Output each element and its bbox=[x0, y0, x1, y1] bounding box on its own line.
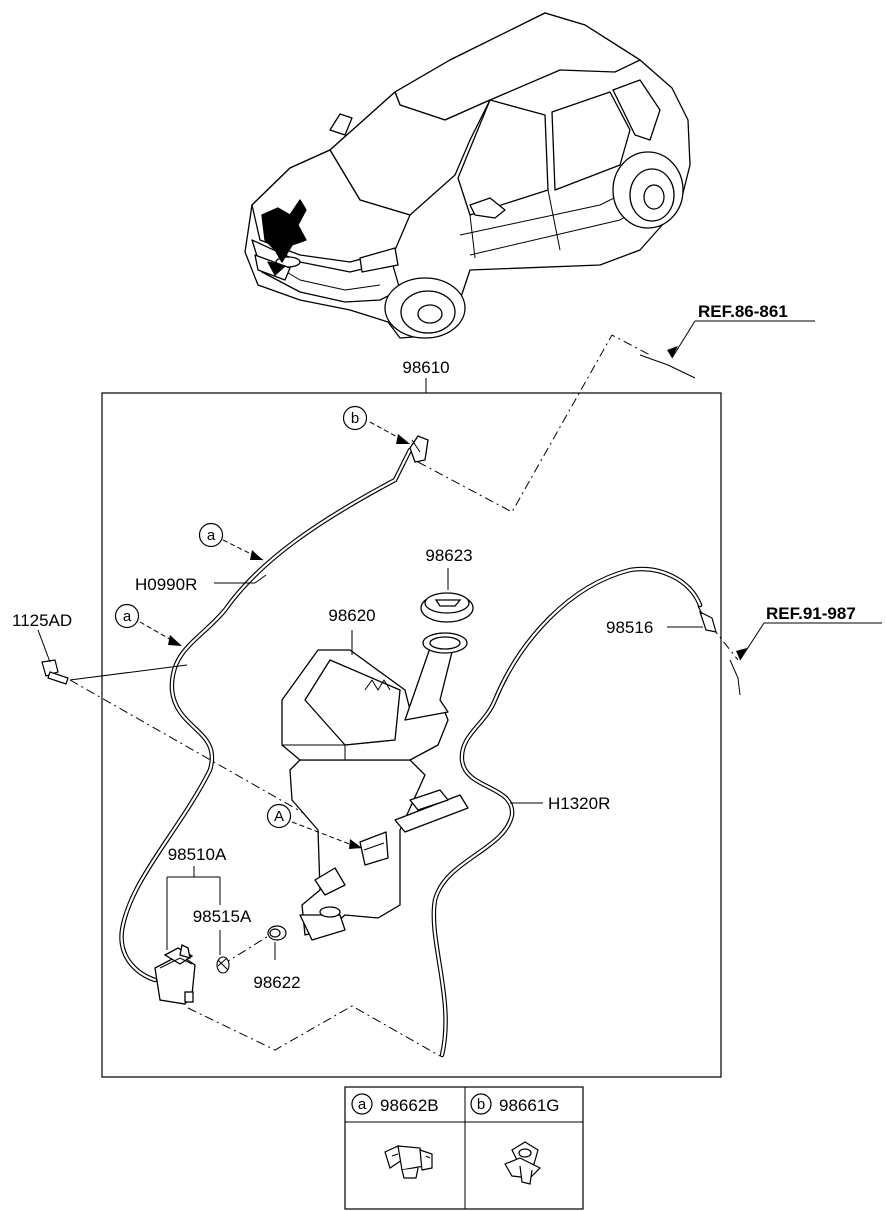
tank-cap-part bbox=[420, 592, 474, 623]
legend-a-marker: a bbox=[358, 1096, 367, 1113]
grommet-part bbox=[267, 925, 287, 941]
ref-91-987-arrow bbox=[736, 648, 747, 660]
ref-86-861-label: REF.86-861 bbox=[698, 302, 788, 321]
connection-line-lower bbox=[187, 1005, 441, 1057]
legend-a-part-number: 98662B bbox=[380, 1096, 439, 1115]
connection-line-upper bbox=[417, 334, 651, 513]
legend-b-marker-circle bbox=[470, 1093, 492, 1115]
ref-91-987-label: REF.91-987 bbox=[766, 604, 856, 623]
assembly-part-number: 98610 bbox=[402, 358, 449, 377]
nozzle-part-number: 98516 bbox=[606, 618, 653, 637]
ref-91-987-leader bbox=[739, 622, 765, 661]
ref-91-987-hose bbox=[729, 659, 741, 696]
legend-clip-b-drawing bbox=[504, 1141, 542, 1185]
view-a-leader bbox=[291, 821, 362, 849]
clip-a-upper-marker: a bbox=[207, 527, 216, 544]
ref-86-861-hose bbox=[639, 354, 696, 379]
hose-a-part-number: H0990R bbox=[135, 575, 197, 594]
nozzle-axis-line bbox=[699, 611, 739, 661]
tank-part-number: 98620 bbox=[328, 606, 375, 625]
legend-a-marker-circle bbox=[351, 1093, 373, 1115]
bolt-part-number: 1125AD bbox=[12, 611, 72, 630]
bolt-part bbox=[41, 659, 69, 685]
washer-tank-part bbox=[281, 632, 469, 941]
grommet-part-number: 98622 bbox=[253, 973, 300, 992]
clip-a-lower-marker-circle bbox=[114, 603, 140, 629]
bolt-leader bbox=[37, 629, 51, 663]
legend-clip-a-drawing bbox=[384, 1145, 433, 1179]
ref-86-861-leader bbox=[671, 320, 696, 359]
clip-a-lower-leader bbox=[139, 621, 182, 646]
legend-table: a 98662B b 98661G bbox=[344, 1086, 584, 1210]
clip-a-upper-marker-circle bbox=[198, 522, 224, 548]
clip-a-lower-marker: a bbox=[123, 608, 132, 625]
hose-a-leader-d bbox=[254, 574, 267, 584]
filter-part bbox=[216, 956, 230, 974]
pump-filter-bracket-leader bbox=[166, 866, 221, 955]
vehicle-illustration bbox=[244, 12, 691, 339]
clip-b-marker: b bbox=[351, 410, 359, 427]
washer-pump-part bbox=[154, 944, 196, 1005]
hose-clip-b-part bbox=[409, 435, 429, 463]
hose-h1320r bbox=[431, 566, 703, 1058]
assembly-frame bbox=[101, 392, 722, 1078]
hose-b-part-number: H1320R bbox=[548, 794, 610, 813]
pump-part-number: 98510A bbox=[168, 845, 227, 864]
clip-a-upper-leader bbox=[222, 539, 264, 561]
cap-part-number: 98623 bbox=[425, 546, 472, 565]
legend-b-part-number: 98661G bbox=[499, 1096, 560, 1115]
view-a-marker-circle bbox=[266, 803, 292, 829]
clip-b-leader bbox=[369, 421, 410, 444]
legend-b-marker: b bbox=[477, 1096, 485, 1113]
clip-b-marker-circle bbox=[342, 405, 368, 431]
grommet-axis-line bbox=[221, 934, 271, 966]
hose-h0990r bbox=[119, 447, 413, 983]
filter-part-number: 98515A bbox=[193, 907, 252, 926]
nozzle-part bbox=[697, 605, 717, 633]
ref-86-861-arrow bbox=[667, 346, 678, 358]
view-a-marker: A bbox=[274, 808, 284, 825]
